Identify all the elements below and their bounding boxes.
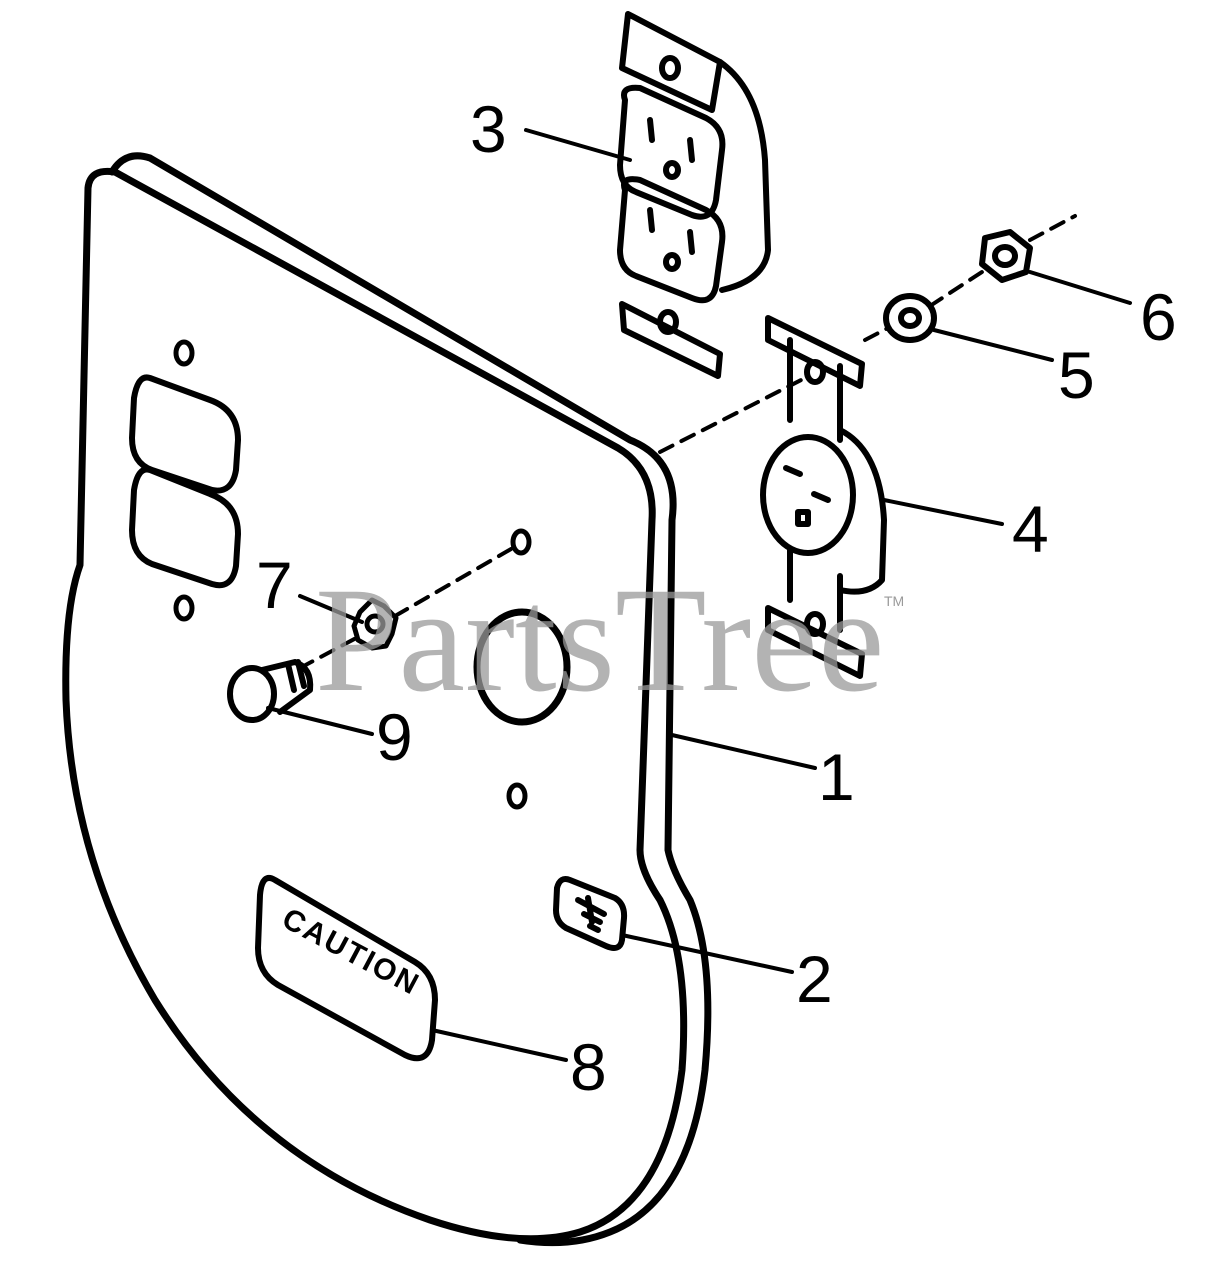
callout-6: 6 — [1140, 280, 1177, 354]
callout-5: 5 — [1058, 338, 1095, 412]
mount-hole-center-top — [510, 528, 532, 556]
duplex-receptacle — [617, 11, 771, 379]
assembly-lines — [298, 214, 1077, 670]
callout-1: 1 — [818, 740, 855, 814]
leader-7 — [298, 594, 364, 624]
partstree-watermark: PartsTree — [315, 557, 884, 723]
leader-5 — [932, 328, 1054, 362]
screw — [227, 659, 314, 723]
leader-2 — [620, 933, 794, 974]
leader-4 — [882, 498, 1004, 526]
panel-back-edge — [108, 152, 712, 1247]
lock-washer — [883, 293, 937, 343]
ground-decal — [553, 876, 628, 951]
leader-8 — [430, 1028, 568, 1062]
mount-hole-top — [173, 339, 195, 367]
panel-face — [62, 167, 688, 1243]
leader-1 — [670, 733, 817, 770]
callout-7: 7 — [256, 548, 293, 622]
single-receptacle — [760, 315, 887, 679]
hex-nut — [979, 229, 1033, 283]
outlet-cutout-upper — [129, 374, 241, 494]
leader-3 — [524, 128, 632, 162]
callout-2: 2 — [796, 942, 833, 1016]
callout-8: 8 — [570, 1030, 607, 1104]
mount-hole-center-bottom — [506, 782, 528, 810]
caution-decal — [255, 874, 438, 1062]
callout-4: 4 — [1012, 492, 1049, 566]
leader-6 — [1028, 270, 1132, 305]
callout-9: 9 — [376, 700, 413, 774]
leader-9 — [266, 706, 374, 736]
control-panel — [62, 152, 712, 1247]
star-washer — [351, 597, 399, 651]
round-cutout — [473, 608, 571, 726]
leader-lines — [266, 128, 1132, 1062]
trademark-symbol: TM — [884, 593, 904, 609]
outlet-cutout-lower — [129, 466, 241, 589]
callout-3: 3 — [470, 92, 507, 166]
mount-hole-bottom — [173, 594, 195, 622]
